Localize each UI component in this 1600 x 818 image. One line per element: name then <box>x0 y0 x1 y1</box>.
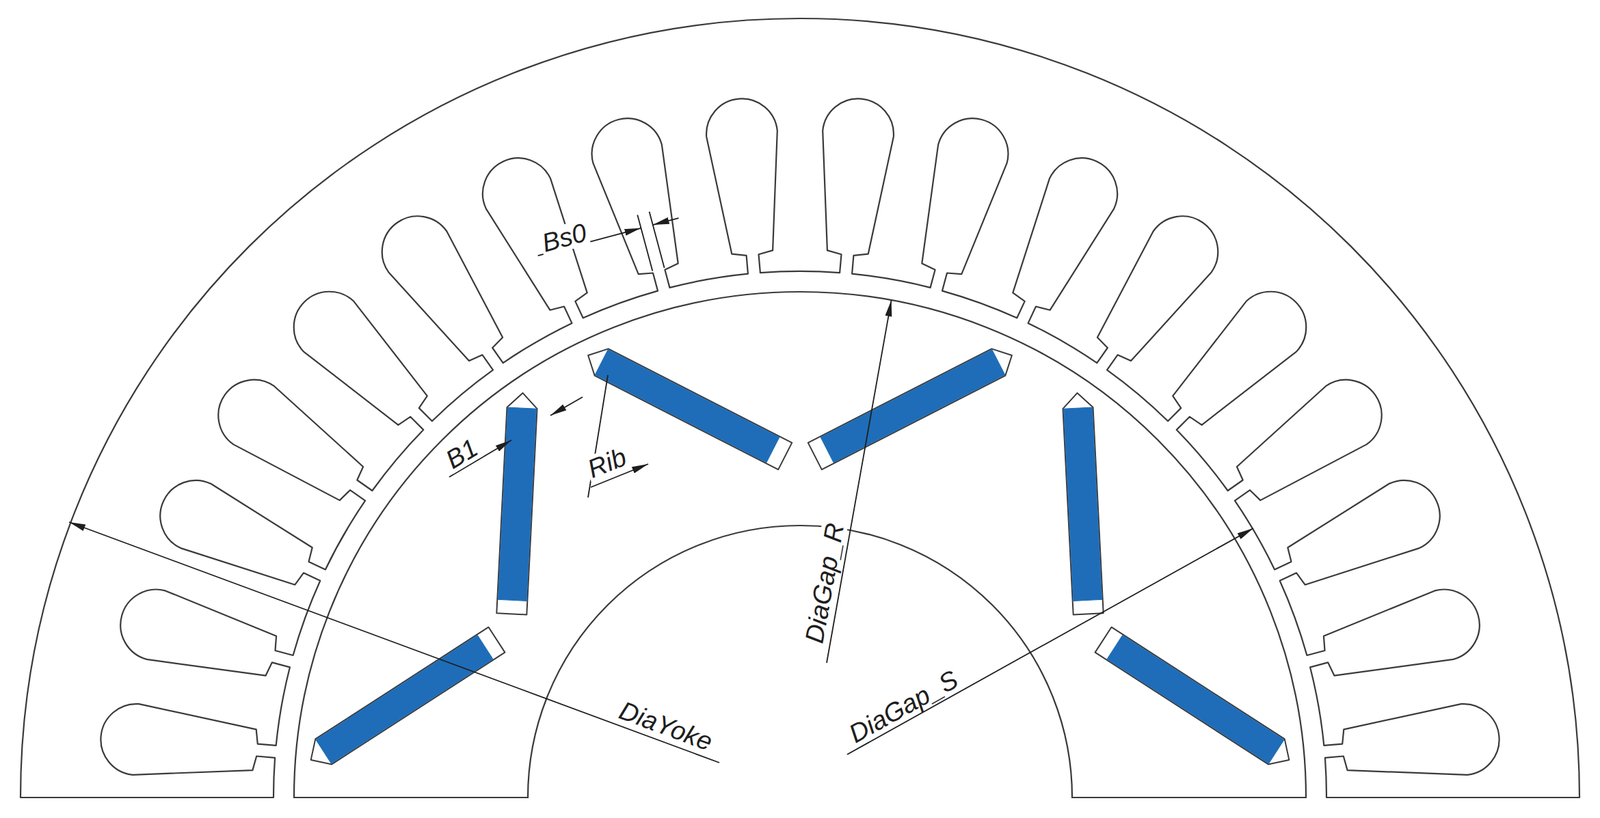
rotor-lamination <box>294 291 1306 798</box>
stator-lamination <box>20 18 1580 798</box>
dimension-line <box>550 397 583 416</box>
extension-line <box>637 215 653 272</box>
dimension-lines <box>69 211 1254 764</box>
permanent-magnet <box>820 350 1006 463</box>
dimension-label: DiaGap_S <box>843 665 965 749</box>
extension-line <box>649 211 665 269</box>
permanent-magnet <box>1107 635 1285 765</box>
permanent-magnet <box>498 407 537 602</box>
magnet-pocket <box>1095 627 1290 766</box>
magnet-pocket <box>496 393 537 615</box>
stator-outline <box>20 18 1580 798</box>
rotor-outline <box>294 291 1306 798</box>
magnet-pocket <box>808 348 1012 470</box>
leader-line <box>69 522 720 764</box>
permanent-magnet <box>315 635 493 765</box>
magnet-group <box>311 348 1290 765</box>
permanent-magnet <box>1063 407 1103 602</box>
dimension-label: DiaYoke <box>614 696 718 757</box>
leader-line <box>826 300 892 664</box>
leader-line <box>847 528 1254 755</box>
dimension-line <box>652 218 679 225</box>
magnet-pocket <box>1063 393 1104 615</box>
